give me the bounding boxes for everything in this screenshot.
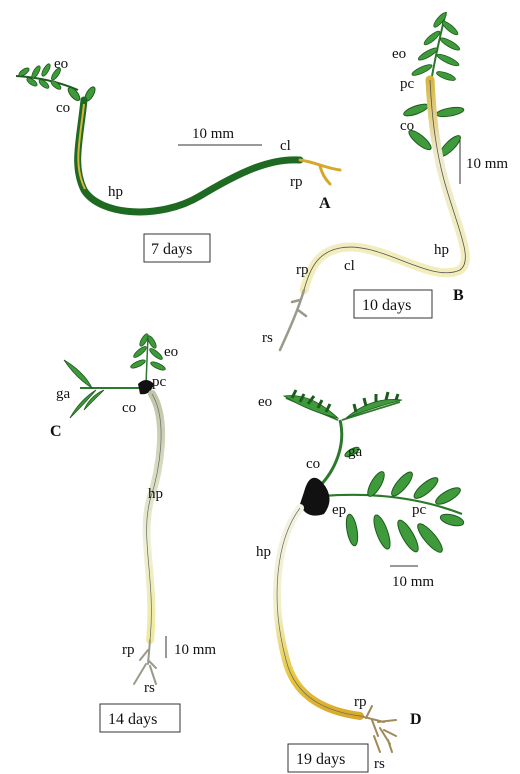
panel-d-label-ep: ep bbox=[332, 502, 346, 518]
panel-a-epicotyl-leaf-icon bbox=[16, 63, 78, 91]
panel-b-label-rp: rp bbox=[296, 262, 309, 278]
panel-c-label-pc: pc bbox=[152, 374, 167, 390]
panel-d-label-rs: rs bbox=[374, 756, 385, 772]
panel-b-label-pc: pc bbox=[400, 76, 415, 92]
panel-d-scale-label: 10 mm bbox=[392, 574, 434, 590]
panel-a-letter: A bbox=[319, 195, 331, 212]
panel-d-label-co: co bbox=[306, 456, 320, 472]
panel-c-scale-label: 10 mm bbox=[174, 642, 216, 658]
panel-b-label-eo: eo bbox=[392, 46, 406, 62]
panel-b-label-co: co bbox=[400, 118, 414, 134]
panel-b-age: 10 days bbox=[362, 297, 411, 314]
panel-a-label-hp: hp bbox=[108, 184, 123, 200]
panel-c-label-hp: hp bbox=[148, 486, 163, 502]
panel-a-label-eo: eo bbox=[54, 56, 68, 72]
panel-c-label-rs: rs bbox=[144, 680, 155, 696]
panel-c: 10 mm eo pc ga co hp rp rs C 14 days bbox=[50, 333, 216, 732]
panel-b-scale-label: 10 mm bbox=[466, 156, 508, 172]
panel-d-label-eo: eo bbox=[258, 394, 272, 410]
panel-a-label-co: co bbox=[56, 100, 70, 116]
panel-a-radicle-icon bbox=[300, 160, 340, 184]
panel-a-label-rp: rp bbox=[290, 174, 303, 190]
panel-c-label-rp: rp bbox=[122, 642, 135, 658]
panel-c-letter: C bbox=[50, 423, 62, 440]
panel-c-label-ga: ga bbox=[56, 386, 71, 402]
panel-d-label-hp: hp bbox=[256, 544, 271, 560]
panel-c-label-eo: eo bbox=[164, 344, 178, 360]
panel-a: 10 mm eo co hp cl rp A 7 days bbox=[16, 56, 340, 262]
panel-d-letter: D bbox=[410, 711, 422, 728]
panel-b-label-rs: rs bbox=[262, 330, 273, 346]
panel-d-epicotyl-leaf-icon bbox=[284, 390, 402, 420]
panel-b-root-icon bbox=[280, 290, 306, 350]
panel-b-epicotyl-leaf-icon bbox=[411, 11, 461, 100]
panel-c-hypocotyl-icon bbox=[147, 394, 161, 640]
panel-d-label-ga: ga bbox=[348, 444, 363, 460]
panel-a-age: 7 days bbox=[151, 241, 192, 258]
panel-a-scale-label: 10 mm bbox=[192, 126, 234, 142]
panel-d-cotyledon-icon bbox=[300, 478, 330, 516]
panel-b-label-hp: hp bbox=[434, 242, 449, 258]
panel-a-label-cl: cl bbox=[280, 138, 291, 154]
panel-d: 10 mm eo co ga ep pc hp rp rs D 19 days bbox=[256, 390, 465, 772]
panel-d-label-pc: pc bbox=[412, 502, 427, 518]
panel-b-label-cl: cl bbox=[344, 258, 355, 274]
panel-b-letter: B bbox=[453, 287, 464, 304]
panel-c-label-co: co bbox=[122, 400, 136, 416]
panel-d-hypocotyl-icon bbox=[277, 508, 360, 716]
panel-d-label-rp: rp bbox=[354, 694, 367, 710]
panel-c-age: 14 days bbox=[108, 711, 157, 728]
panel-d-age: 19 days bbox=[296, 751, 345, 768]
panel-c-root-icon bbox=[134, 640, 156, 684]
